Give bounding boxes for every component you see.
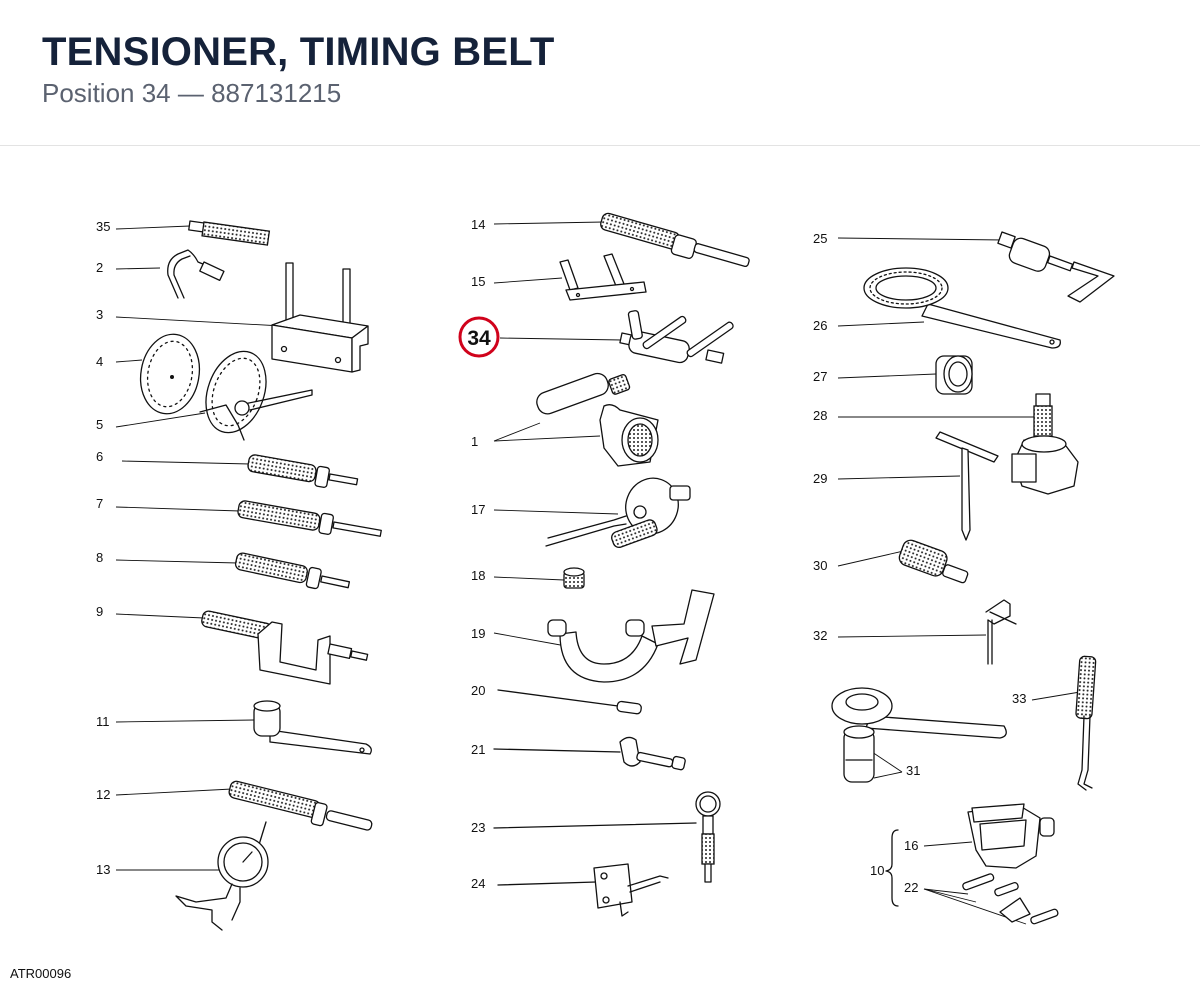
part-18[interactable]: 18	[471, 567, 585, 589]
part-26[interactable]: 26	[813, 267, 1061, 349]
callout-26: 26	[813, 318, 827, 333]
callout-32: 32	[813, 628, 827, 643]
callout-28: 28	[813, 408, 827, 423]
part-29[interactable]: 29	[813, 431, 999, 541]
callout-35: 35	[96, 219, 110, 234]
callout-16: 16	[904, 838, 918, 853]
callout-2: 2	[96, 260, 103, 275]
callout-27: 27	[813, 369, 827, 384]
callout-18: 18	[471, 568, 485, 583]
part-28[interactable]: 28	[813, 393, 1079, 495]
callout-15: 15	[471, 274, 485, 289]
callout-23: 23	[471, 820, 485, 835]
callout-33: 33	[1012, 691, 1026, 706]
part-27[interactable]: 27	[813, 355, 973, 395]
callout-1: 1	[471, 434, 478, 449]
callout-25: 25	[813, 231, 827, 246]
callout-21: 21	[471, 742, 485, 757]
part-22[interactable]: 22	[904, 873, 1059, 925]
callout-9: 9	[96, 604, 103, 619]
part-7[interactable]: 7	[96, 496, 382, 537]
part-14[interactable]: 14	[471, 212, 750, 268]
part-9[interactable]: 9	[96, 604, 369, 685]
part-20[interactable]: 20	[471, 683, 642, 715]
document-id: ATR00096	[10, 966, 72, 981]
part-19[interactable]: 19	[471, 589, 715, 683]
part-24[interactable]: 24	[471, 863, 669, 917]
part-35[interactable]: 35	[96, 219, 271, 246]
callout-34: 34	[467, 327, 491, 350]
page-subtitle: Position 34 — 887131215	[42, 78, 342, 108]
part-3[interactable]: 3	[96, 262, 369, 373]
callout-7: 7	[96, 496, 103, 511]
callout-19: 19	[471, 626, 485, 641]
part-31[interactable]: 31	[831, 687, 1007, 783]
callout-12: 12	[96, 787, 110, 802]
callout-29: 29	[813, 471, 827, 486]
part-2[interactable]: 2	[96, 249, 225, 299]
part-30[interactable]: 30	[813, 538, 969, 584]
callout-22: 22	[904, 880, 918, 895]
callout-5: 5	[96, 417, 103, 432]
callout-6: 6	[96, 449, 103, 464]
callout-30: 30	[813, 558, 827, 573]
part-6[interactable]: 6	[96, 449, 359, 488]
callout-8: 8	[96, 550, 103, 565]
highlight-ring	[458, 316, 500, 358]
callout-31: 31	[906, 763, 920, 778]
part-25[interactable]: 25	[813, 231, 1115, 303]
part-1[interactable]: 1	[471, 371, 659, 467]
part-4[interactable]: 4	[96, 330, 206, 419]
callout-11: 11	[96, 714, 110, 729]
part-12[interactable]: 12	[96, 780, 373, 831]
part-34[interactable]: 34	[458, 310, 734, 364]
callout-17: 17	[471, 502, 485, 517]
part-32[interactable]: 32	[813, 599, 1017, 665]
part-15[interactable]: 15	[471, 253, 647, 301]
callout-10: 10	[870, 863, 884, 878]
part-10-kit[interactable]: 10	[870, 829, 899, 907]
callout-20: 20	[471, 683, 485, 698]
part-13[interactable]: 13	[96, 821, 269, 931]
part-16[interactable]: 16	[904, 803, 1055, 869]
callout-4: 4	[96, 354, 103, 369]
callout-24: 24	[471, 876, 485, 891]
part-5[interactable]: 5	[96, 343, 313, 441]
part-23[interactable]: 23	[471, 791, 721, 883]
part-21[interactable]: 21	[471, 736, 686, 771]
part-33[interactable]: 33	[1012, 655, 1097, 791]
part-17[interactable]: 17	[471, 471, 691, 549]
part-8[interactable]: 8	[96, 550, 351, 590]
callout-13: 13	[96, 862, 110, 877]
callout-3: 3	[96, 307, 103, 322]
page-title: TENSIONER, TIMING BELT	[42, 30, 555, 74]
page-header: TENSIONER, TIMING BELT Position 34 — 887…	[0, 0, 1200, 146]
callout-14: 14	[471, 217, 485, 232]
part-11[interactable]: 11	[96, 700, 372, 755]
